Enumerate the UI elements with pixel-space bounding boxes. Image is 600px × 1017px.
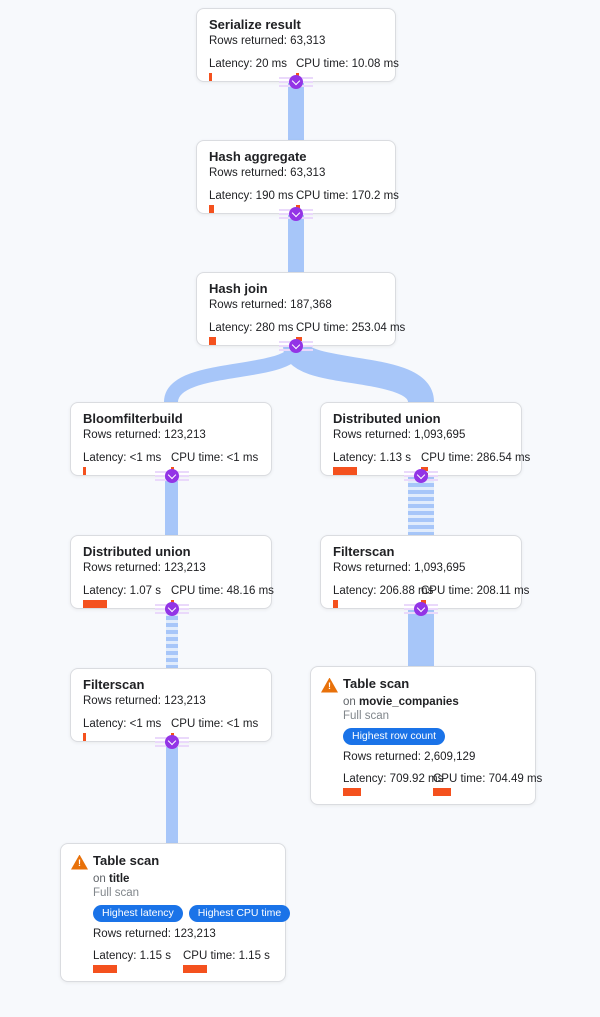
plan-node-filterscan-right[interactable]: Filterscan Rows returned: 1,093,695 Late… [320, 535, 529, 609]
highest-row-count-badge: Highest row count [343, 728, 446, 745]
plan-node-serialize-result[interactable]: Serialize result Rows returned: 63,313 L… [196, 8, 399, 82]
chevron-down-icon [414, 602, 428, 616]
plan-node-filterscan-left[interactable]: Filterscan Rows returned: 123,213 Latenc… [70, 668, 272, 742]
latency-bar [83, 733, 86, 741]
rows-returned: Rows returned: 1,093,695 [333, 562, 466, 574]
latency-metric: Latency: 1.13 s [333, 452, 421, 475]
latency-bar [83, 467, 86, 475]
chevron-down-icon [165, 602, 179, 616]
scan-type: Full scan [343, 710, 390, 722]
rows-returned: Rows returned: 123,213 [83, 429, 206, 441]
latency-metric: Latency: <1 ms [83, 452, 171, 475]
chevron-down-icon [165, 469, 179, 483]
node-title: Distributed union [333, 411, 441, 426]
node-title: Hash join [209, 281, 268, 296]
latency-bar [83, 600, 107, 608]
latency-metric: Latency: <1 ms [83, 718, 171, 741]
node-title: Hash aggregate [209, 149, 307, 164]
edge-hashjoin-fork [164, 346, 434, 402]
cpu-metric: CPU time: 704.49 ms [433, 773, 542, 796]
node-title: Serialize result [209, 17, 301, 32]
chevron-down-icon [289, 339, 303, 353]
latency-metric: Latency: 206.88 ms [333, 585, 433, 608]
expand-collapse-button[interactable] [155, 735, 189, 749]
latency-metric: Latency: 709.92 ms [343, 773, 443, 796]
rows-returned: Rows returned: 63,313 [209, 35, 326, 47]
expand-collapse-button[interactable] [279, 207, 313, 221]
scan-target: on movie_companies [343, 696, 459, 708]
node-title: Table scan [93, 853, 160, 868]
latency-bar [93, 965, 117, 973]
edge-distributedunion-filterscan-right [408, 476, 434, 535]
latency-bar [343, 788, 361, 796]
node-title: Filterscan [83, 677, 145, 692]
expand-collapse-button[interactable] [404, 602, 438, 616]
plan-node-distributed-union-left[interactable]: Distributed union Rows returned: 123,213… [70, 535, 274, 609]
latency-bar [209, 205, 214, 213]
latency-metric: Latency: 20 ms [209, 58, 296, 81]
chevron-down-icon [289, 75, 303, 89]
chevron-down-icon [414, 469, 428, 483]
scan-target: on title [93, 873, 130, 885]
rows-returned: Rows returned: 2,609,129 [343, 751, 476, 763]
latency-metric: Latency: 1.07 s [83, 585, 171, 608]
chevron-down-icon [165, 735, 179, 749]
latency-bar [209, 337, 216, 345]
node-title: Bloomfilterbuild [83, 411, 183, 426]
cpu-time-bar [183, 965, 207, 973]
plan-node-table-scan-movie-companies[interactable]: ! Table scan on movie_companies Full sca… [310, 666, 542, 805]
latency-metric: Latency: 190 ms [209, 190, 296, 213]
node-title: Filterscan [333, 544, 395, 559]
latency-metric: Latency: 1.15 s [93, 950, 183, 973]
edge-distributedunion-filterscan-left [166, 609, 178, 668]
rows-returned: Rows returned: 63,313 [209, 167, 326, 179]
plan-node-table-scan-title[interactable]: ! Table scan on title Full scan Highest … [60, 843, 291, 982]
rows-returned: Rows returned: 123,213 [93, 928, 216, 940]
plan-node-hash-join[interactable]: Hash join Rows returned: 187,368 Latency… [196, 272, 405, 346]
highest-cpu-time-badge: Highest CPU time [188, 905, 291, 922]
chevron-down-icon [289, 207, 303, 221]
expand-collapse-button[interactable] [155, 602, 189, 616]
edge-bloom-distributedunion [165, 476, 178, 535]
node-title: Distributed union [83, 544, 191, 559]
plan-node-hash-aggregate[interactable]: Hash aggregate Rows returned: 63,313 Lat… [196, 140, 399, 214]
expand-collapse-button[interactable] [155, 469, 189, 483]
scan-type: Full scan [93, 887, 140, 899]
expand-collapse-button[interactable] [279, 75, 313, 89]
cpu-metric: CPU time: 1.15 s [183, 950, 273, 973]
latency-metric: Latency: 280 ms [209, 322, 296, 345]
cpu-time-bar [433, 788, 451, 796]
plan-node-bloomfilterbuild[interactable]: Bloomfilterbuild Rows returned: 123,213 … [70, 402, 272, 476]
node-title: Table scan [343, 676, 410, 691]
latency-bar [209, 73, 212, 81]
rows-returned: Rows returned: 187,368 [209, 299, 332, 311]
latency-bar [333, 467, 357, 475]
edge-serialize-hashaggregate [288, 82, 304, 140]
warning-icon: ! [71, 854, 88, 870]
highest-latency-badge: Highest latency [93, 905, 183, 922]
rows-returned: Rows returned: 123,213 [83, 695, 206, 707]
edge-filterscan-tablescan-left [166, 742, 178, 843]
warning-icon: ! [321, 677, 338, 693]
edge-hashaggregate-hashjoin [288, 214, 304, 272]
edge-filterscan-tablescan-right [408, 609, 434, 666]
rows-returned: Rows returned: 123,213 [83, 562, 206, 574]
table-name: title [109, 873, 130, 885]
table-name: movie_companies [359, 696, 459, 708]
expand-collapse-button[interactable] [404, 469, 438, 483]
expand-collapse-button[interactable] [279, 339, 313, 353]
rows-returned: Rows returned: 1,093,695 [333, 429, 466, 441]
latency-bar [333, 600, 338, 608]
plan-node-distributed-union-right[interactable]: Distributed union Rows returned: 1,093,6… [320, 402, 530, 476]
